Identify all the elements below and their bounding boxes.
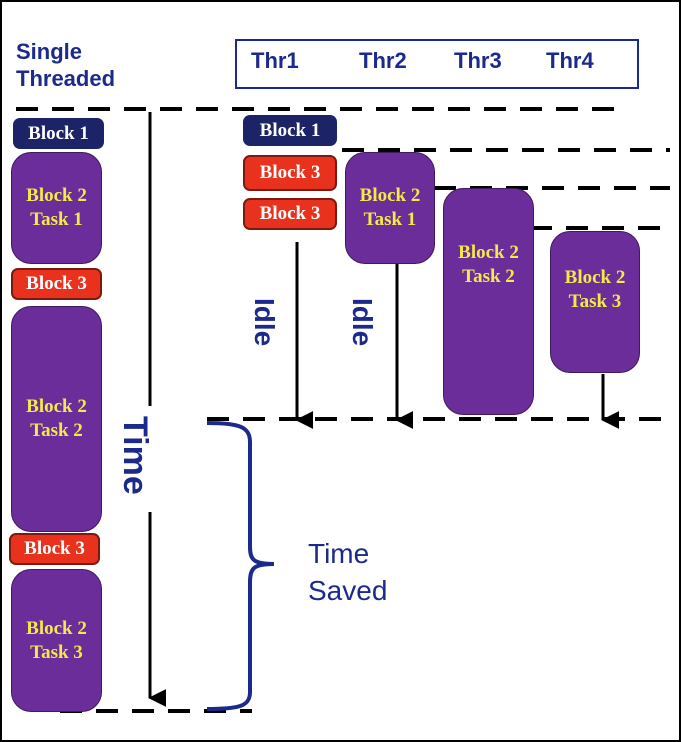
- thr4-block-2-task-3: Block 2 Task 3: [550, 231, 640, 373]
- st-block-1: Block 1: [13, 118, 104, 149]
- thread-header-thr1: Thr1: [251, 48, 299, 73]
- thread-header-thr2: Thr2: [359, 48, 407, 73]
- thr2-block-2-task-1: Block 2 Task 1: [345, 152, 435, 264]
- st-block-2-task-1: Block 2 Task 1: [11, 152, 102, 264]
- thr2-block-2-task-1-line1: Block 2: [359, 185, 421, 206]
- st-block-2-task-2-line1: Block 2: [26, 396, 87, 417]
- st-block-3-b-label: Block 3: [24, 538, 85, 559]
- st-block-2-task-3-line1: Block 2: [26, 617, 87, 639]
- st-block-3-b: Block 3: [9, 533, 100, 565]
- st-block-3-a-label: Block 3: [26, 273, 87, 294]
- st-block-2-task-1-line1: Block 2: [26, 185, 87, 206]
- thread-header-thr4: Thr4: [546, 48, 594, 73]
- time-saved-label-line1: Time: [308, 538, 370, 569]
- st-block-2-task-2-line2: Task 2: [30, 420, 83, 441]
- thr1-idle-label: Idle: [249, 298, 280, 347]
- thr1-block-1: Block 1: [243, 115, 337, 146]
- thr1-block-3-a-label: Block 3: [259, 162, 321, 183]
- thread-header-thr3: Thr3: [454, 48, 502, 73]
- thr4-block-2-task-3-line1: Block 2: [564, 267, 626, 288]
- st-block-2-task-3: Block 2 Task 3: [11, 569, 102, 712]
- thr2-block-2-task-1-line2: Task 1: [363, 209, 417, 230]
- thread-header-box: [235, 39, 639, 89]
- st-block-2-task-3-line2: Task 3: [30, 641, 83, 663]
- single-threaded-label-line1: Single: [16, 39, 83, 64]
- thr2-idle-label: Idle: [347, 298, 378, 347]
- thr4-block-2-task-3-line2: Task 3: [568, 291, 622, 312]
- thr1-block-3-a: Block 3: [243, 155, 337, 191]
- single-threaded-label: Single Threaded: [16, 38, 115, 92]
- thr3-block-2-task-2: Block 2 Task 2: [443, 188, 534, 415]
- st-block-2-task-1-line2: Task 1: [30, 209, 83, 230]
- st-block-1-label: Block 1: [28, 122, 89, 144]
- thr3-block-2-task-2-line2: Task 2: [462, 266, 515, 287]
- single-threaded-label-line2: Threaded: [16, 66, 116, 91]
- st-block-2-task-2: Block 2 Task 2: [11, 306, 102, 532]
- time-label: Time: [116, 416, 154, 495]
- time-saved-label-line2: Saved: [308, 575, 388, 606]
- st-block-3-a: Block 3: [11, 268, 102, 300]
- thr1-block-1-label: Block 1: [259, 119, 321, 141]
- time-saved-brace: [206, 421, 275, 711]
- thr1-block-3-b-label: Block 3: [259, 203, 321, 224]
- thr3-block-2-task-2-line1: Block 2: [458, 242, 519, 263]
- thr1-block-3-b: Block 3: [243, 198, 337, 230]
